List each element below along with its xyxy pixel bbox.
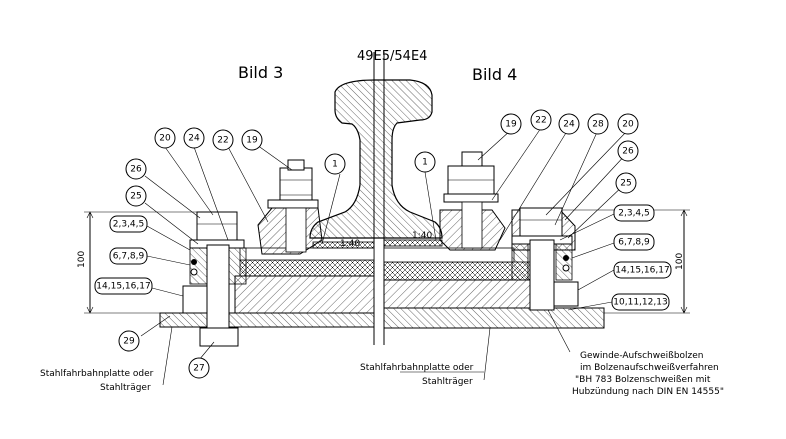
svg-text:27: 27 [193,364,204,374]
callout-box-10111213: 10,11,12,13 [611,293,670,311]
callout-25-right: 25 [615,172,637,194]
callout-box-14151617-left: 14,15,16,17 [94,277,153,295]
slope-label-left: 1:40 [340,239,360,249]
svg-text:1: 1 [332,160,338,170]
dimension-left [84,211,197,314]
note-center-support-line1: Stahlfahrbahnplatte oder [360,363,474,373]
svg-text:19: 19 [505,120,517,130]
callout-1-right: 1 [414,151,436,173]
callout-26-right: 26 [617,140,639,162]
callout-1-left: 1 [324,153,346,175]
callout-box-2345-right: 2,3,4,5 [613,204,655,222]
callout-box-6789-right: 6,7,8,9 [613,233,655,251]
leader-lines [140,127,629,386]
svg-text:14,15,16,17: 14,15,16,17 [96,282,150,292]
callout-22-right: 22 [530,109,552,131]
callout-28: 28 [587,113,609,135]
svg-text:19: 19 [246,136,258,146]
callout-29: 29 [118,330,140,352]
svg-text:14,15,16,17: 14,15,16,17 [615,266,669,276]
svg-text:28: 28 [592,120,604,130]
callout-25-left: 25 [125,185,147,207]
dimension-label-left: 100 [77,251,87,268]
callout-19-left: 19 [241,129,263,151]
rail-pad-right [383,239,443,247]
svg-text:6,7,8,9: 6,7,8,9 [113,252,145,262]
svg-text:29: 29 [123,337,135,347]
svg-text:22: 22 [535,116,546,126]
clamp-assembly-left [257,159,323,255]
svg-text:20: 20 [622,120,634,130]
title-label: 49E5/54E4 [357,49,427,64]
callout-box-6789-left: 6,7,8,9 [109,247,148,265]
svg-text:25: 25 [620,179,631,189]
note-left-support-line2: Stahlträger [100,383,151,393]
clamp-assembly-right [439,151,506,251]
stud-note-line1: Gewinde-Aufschweißbolzen [580,351,704,361]
note-left-support-line1: Stahlfahrbahnplatte oder [40,369,154,379]
stud-note-line3: "BH 783 Bolzenschweißen mit [575,375,711,385]
callout-24-right: 24 [558,113,580,135]
callout-20-left: 20 [154,127,176,149]
svg-text:24: 24 [188,134,200,144]
dimension-label-right: 100 [675,253,685,270]
callout-22-left: 22 [212,129,234,151]
svg-text:20: 20 [159,134,171,144]
callout-27: 27 [188,357,210,379]
anchor-bolt-right [511,207,579,311]
svg-text:2,3,4,5: 2,3,4,5 [113,220,145,230]
base-plate-right [383,247,605,329]
rail-profile [309,79,443,239]
svg-text:6,7,8,9: 6,7,8,9 [618,238,650,248]
svg-text:1: 1 [422,158,428,168]
note-center-support-line2: Stahlträger [422,377,473,387]
view-caption-left: Bild 3 [238,63,283,82]
view-caption-right: Bild 4 [472,65,517,84]
callout-26-left: 26 [125,158,147,180]
svg-text:2,3,4,5: 2,3,4,5 [618,209,650,219]
svg-text:25: 25 [130,192,141,202]
svg-text:24: 24 [563,120,575,130]
svg-text:26: 26 [622,147,634,157]
stud-note-line2: im Bolzenaufschweißverfahren [580,363,719,373]
anchor-bolt-left [182,211,247,347]
callout-box-2345-left: 2,3,4,5 [109,215,148,233]
callout-20-right: 20 [617,113,639,135]
slope-label-right: 1:40 [412,231,432,241]
svg-text:22: 22 [217,136,228,146]
svg-text:26: 26 [130,165,142,175]
callout-19-right: 19 [500,113,522,135]
svg-text:10,11,12,13: 10,11,12,13 [613,298,667,308]
callout-box-14151617-right: 14,15,16,17 [613,261,672,279]
stud-note-line4: Hubzündung nach DIN EN 14555" [572,387,724,397]
callout-24-left: 24 [183,127,205,149]
